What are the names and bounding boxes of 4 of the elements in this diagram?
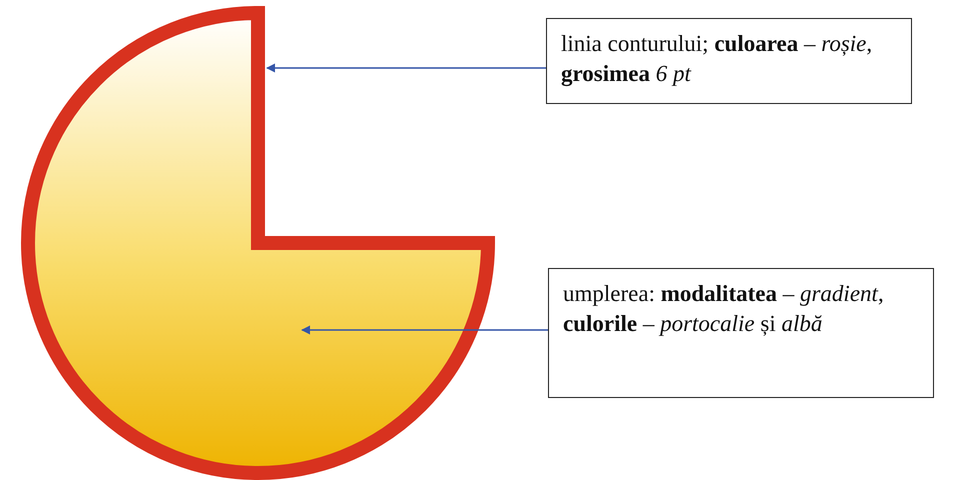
callout-box: umplerea: modalitatea – gradient, culorile – portocalie și albă [548, 268, 934, 398]
callout-box: linia conturului; culoarea – roșie, grosimea 6 pt [546, 18, 912, 104]
leader-arrow [266, 64, 546, 72]
leader-arrow [301, 326, 548, 334]
